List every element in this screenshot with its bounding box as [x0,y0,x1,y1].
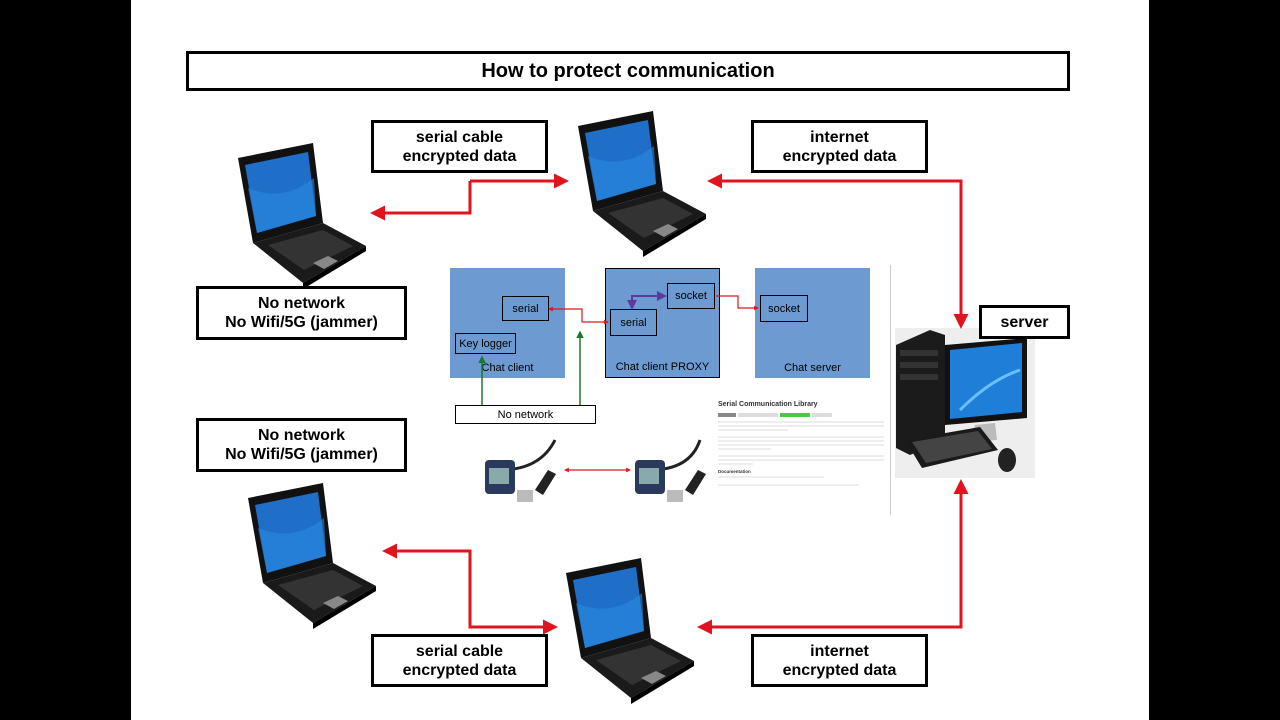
page-title: How to protect communication [186,51,1070,91]
serial-cable-top-label: serial cable encrypted data [371,120,548,173]
server-computer-icon [895,328,1035,478]
divider [890,265,891,515]
nonet-top-line1: No network [257,295,346,312]
chat-proxy-label: Chat client PROXY [615,361,710,373]
proxy-socket-box: socket [667,283,715,309]
server-socket-text: socket [768,302,800,315]
nonet-top-line2: No Wifi/5G (jammer) [225,314,378,331]
serial-cable-left-icon [485,439,557,502]
library-screenshot: Serial Communication Library Documentati… [712,396,888,514]
internet-bottom-line1: internet [810,642,869,660]
no-network-bottom-label: No network No Wifi/5G (jammer) [196,418,407,472]
library-heading: Serial Communication Library [718,401,818,408]
no-network-top-label: No network No Wifi/5G (jammer) [196,286,407,340]
no-network-box: No network [455,405,596,424]
client-serial-box: serial [502,296,549,321]
chat-server-label: Chat server [784,362,841,374]
proxy-socket-text: socket [675,290,707,302]
server-label: server [979,305,1070,339]
serial-bottom-line1: serial cable [415,642,504,660]
nonet-bottom-line2: No Wifi/5G (jammer) [225,446,378,463]
server-text: server [1000,313,1049,331]
serial-cable-bottom-label: serial cable encrypted data [371,634,548,687]
internet-bottom-label: internet encrypted data [751,634,928,687]
serial-bottom-line2: encrypted data [402,661,517,679]
nonet-bottom-line1: No network [257,427,346,444]
proxy-serial-box: serial [610,309,657,336]
key-logger-box: Key logger [455,333,516,354]
internet-top-label: internet encrypted data [751,120,928,173]
chat-server-panel: Chat server [755,268,870,378]
title-text: How to protect communication [481,59,775,82]
library-badges [718,413,882,417]
internet-bottom-line2: encrypted data [782,661,897,679]
internet-top-line2: encrypted data [782,147,897,165]
serial-cable-right-icon [635,439,706,502]
chat-client-panel: Chat client [450,268,565,378]
client-serial-text: serial [512,302,539,315]
server-socket-box: socket [760,295,808,322]
library-doc-heading: Documentation [718,469,751,474]
serial-top-line1: serial cable [415,128,504,146]
key-logger-text: Key logger [459,337,512,350]
chat-client-label: Chat client [481,362,534,374]
no-network-text: No network [497,408,554,421]
serial-top-line2: encrypted data [402,147,517,165]
proxy-serial-text: serial [620,316,647,329]
internet-top-line1: internet [810,128,869,146]
